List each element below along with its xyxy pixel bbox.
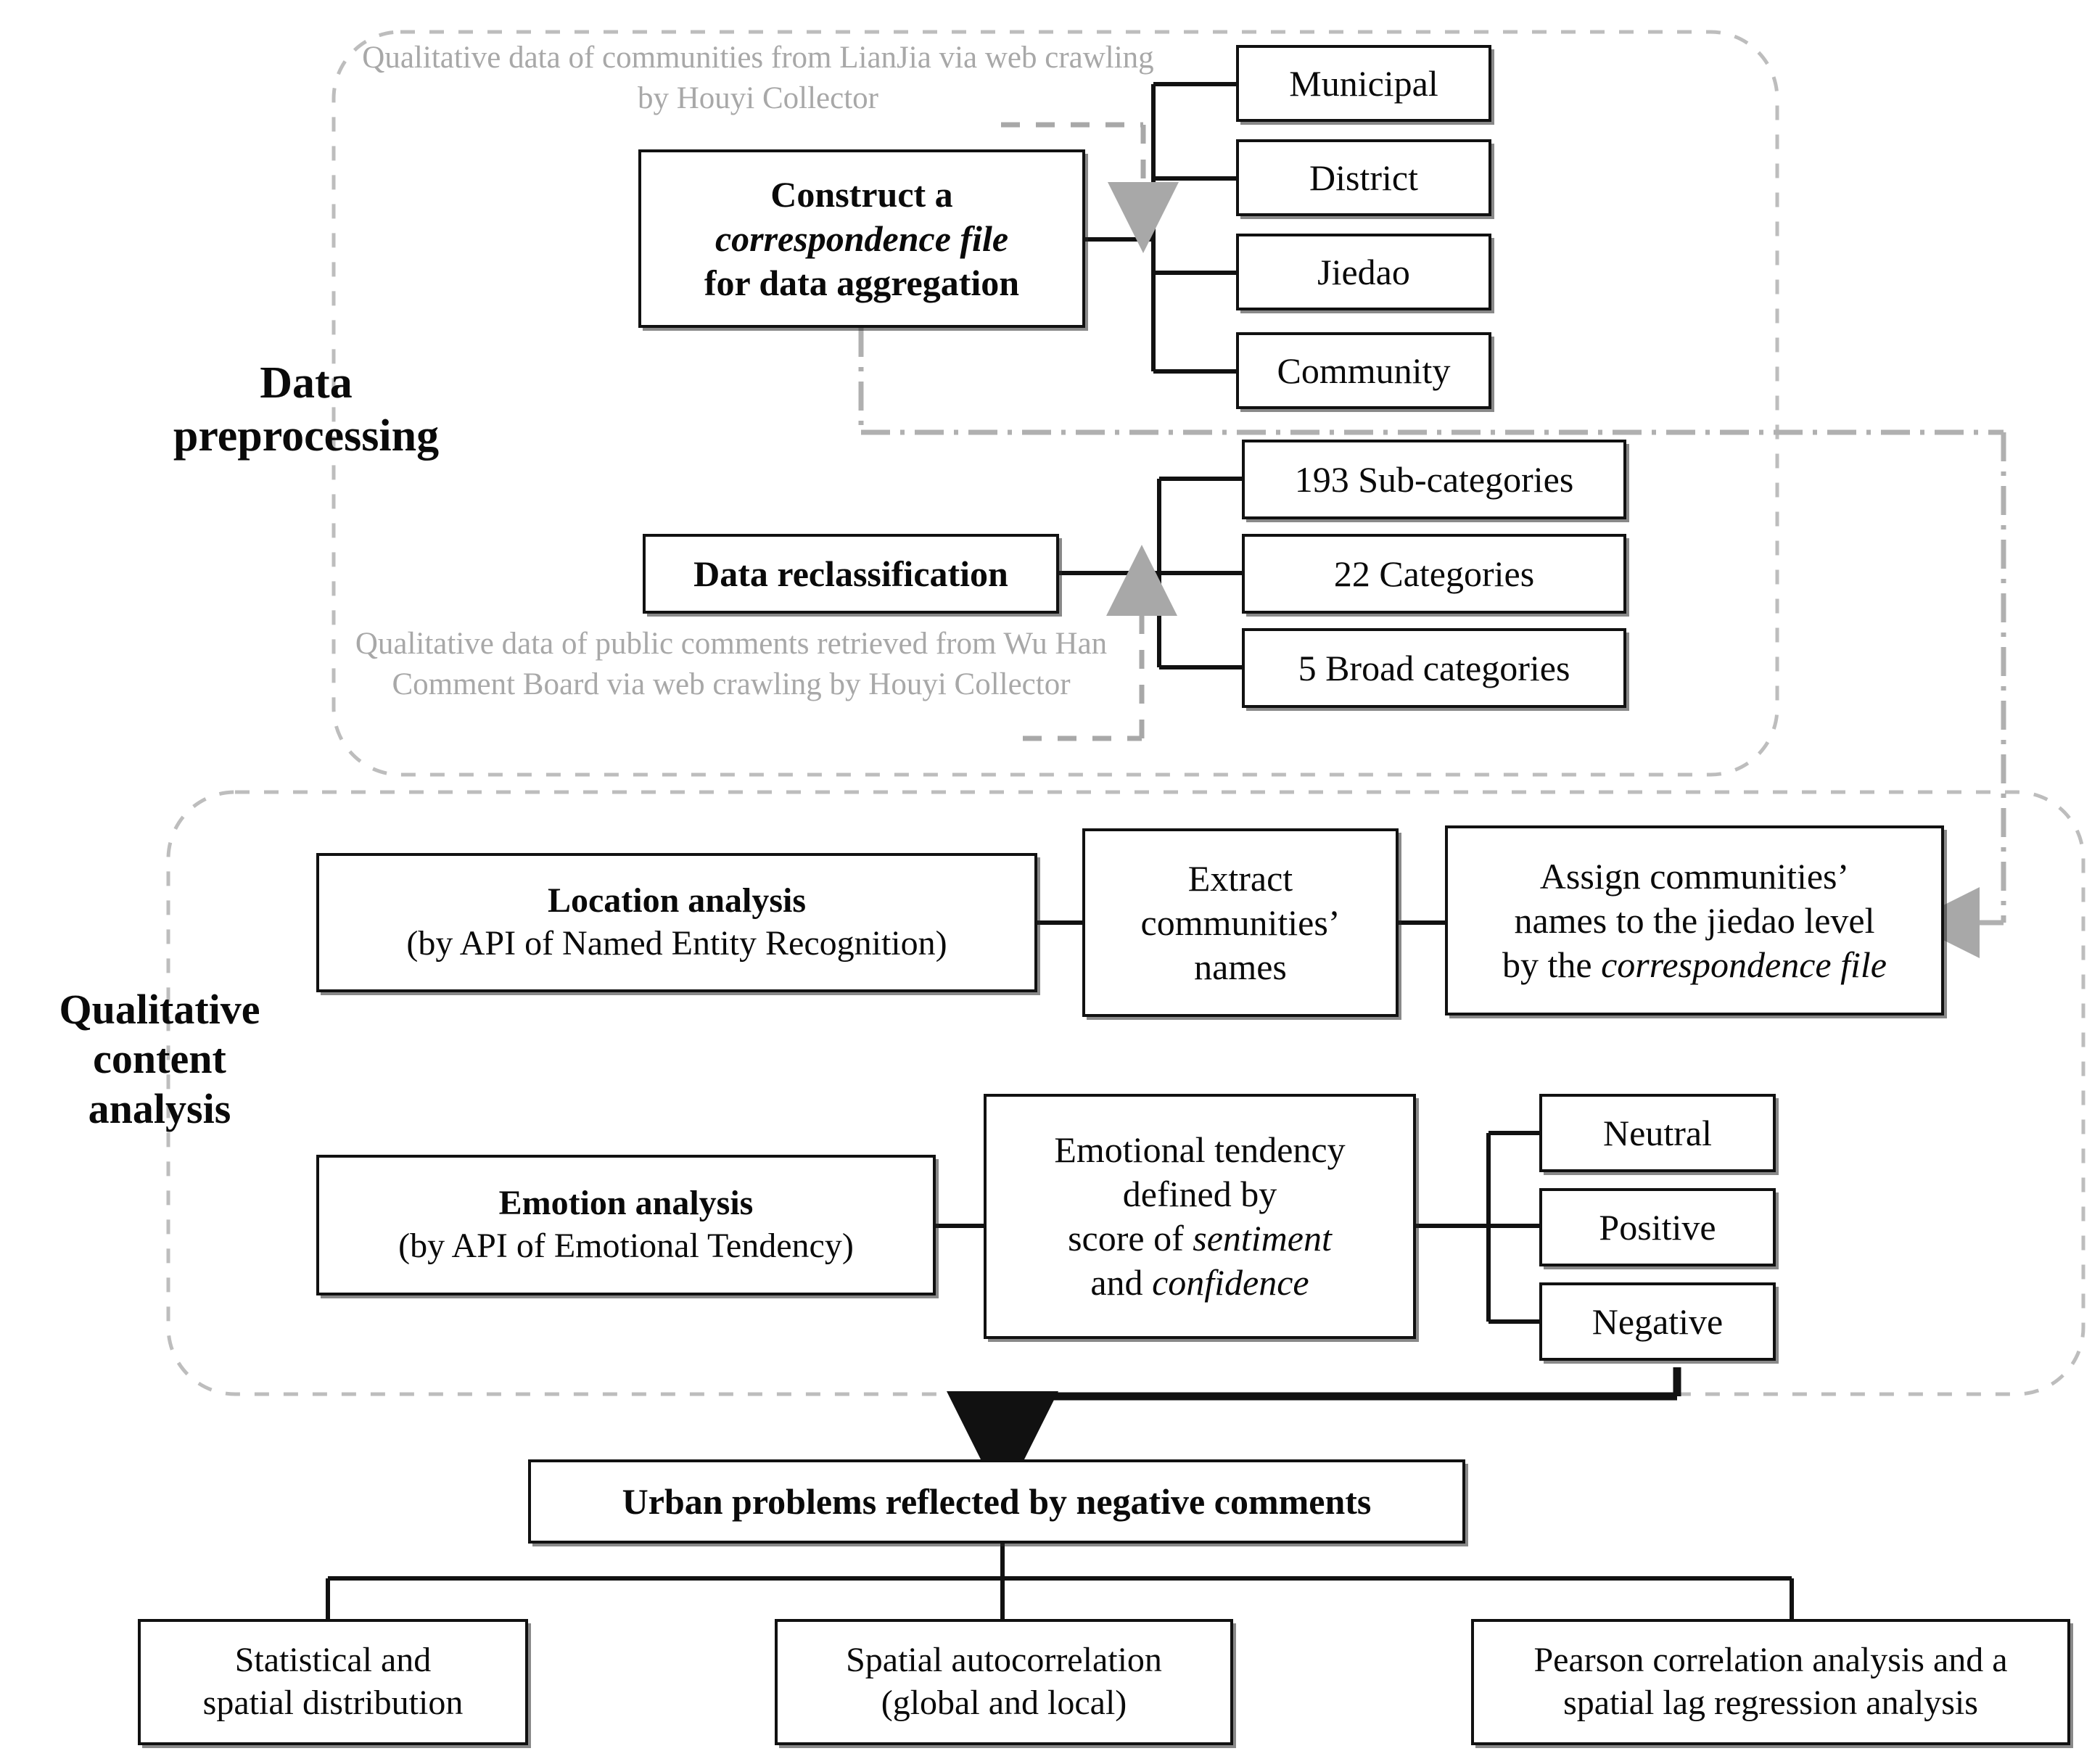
node-5-broad-categories[interactable]: 5 Broad categories (1242, 628, 1626, 708)
sentiment-positive-label: Positive (1599, 1206, 1716, 1248)
node-statistical-spatial-distribution[interactable]: Statistical and spatial distribution (138, 1619, 528, 1745)
note-comment-board-source: Qualitative data of public comments retr… (339, 624, 1123, 705)
note-comment-line2: Wu Han Comment Board (392, 627, 1108, 701)
node-urban-problems[interactable]: Urban problems reflected by negative com… (528, 1459, 1465, 1544)
sentiment-negative-label: Negative (1592, 1301, 1724, 1342)
node-emotion-analysis[interactable]: Emotion analysis (by API of Emotional Te… (316, 1155, 936, 1295)
connector-construct-levels (1084, 82, 1236, 374)
result-1-line1: Statistical and (234, 1641, 432, 1680)
urban-problems-label: Urban problems reflected by negative com… (622, 1480, 1372, 1522)
emotion-line1: Emotion analysis (498, 1184, 754, 1223)
result-3-line2: spatial lag regression analysis (1563, 1684, 1978, 1722)
note-comment-line3: via web crawling by Houyi Collector (606, 667, 1071, 701)
tendency-line2: defined by (1122, 1174, 1277, 1214)
node-sentiment-negative[interactable]: Negative (1539, 1282, 1776, 1361)
node-pearson-spatial-lag-regression[interactable]: Pearson correlation analysis and a spati… (1471, 1619, 2070, 1745)
extract-line2: communities’ (1140, 902, 1341, 943)
node-22-categories[interactable]: 22 Categories (1242, 534, 1626, 614)
label-preprocessing-line2: preprocessing (173, 411, 440, 461)
construct-line2: correspondence file (715, 218, 1009, 259)
label-qualitative-content-analysis: Qualitative content analysis (15, 985, 305, 1134)
node-level-community[interactable]: Community (1236, 332, 1491, 409)
extract-line1: Extract (1187, 857, 1293, 899)
result-1-line2: spatial distribution (202, 1684, 464, 1722)
node-193-sub-categories[interactable]: 193 Sub-categories (1242, 440, 1626, 519)
category-sub-label: 193 Sub-categories (1294, 458, 1574, 500)
level-municipal-label: Municipal (1289, 62, 1438, 104)
node-level-jiedao[interactable]: Jiedao (1236, 234, 1491, 310)
category-main-label: 22 Categories (1333, 553, 1535, 594)
construct-line1: Construct a (770, 173, 953, 215)
note-lianjia-line2: crawling by Houyi Collector (637, 41, 1154, 115)
assign-line3-prefix: by the (1502, 944, 1602, 985)
tendency-line4-emphasis: confidence (1152, 1262, 1309, 1303)
result-2-line2: (global and local) (881, 1684, 1127, 1722)
note-lianjia-source: Qualitative data of communities from Lia… (355, 38, 1161, 119)
label-content-line2: content (93, 1035, 226, 1083)
note-lianjia-line1: Qualitative data of communities from Lia… (362, 41, 1037, 75)
tendency-line3-prefix: score of (1068, 1218, 1193, 1258)
location-line1: Location analysis (547, 881, 807, 920)
result-2-line1: Spatial autocorrelation (846, 1641, 1162, 1680)
tendency-line4-prefix: and (1090, 1262, 1153, 1303)
reclassification-label: Data reclassification (693, 553, 1008, 594)
extract-line3: names (1194, 946, 1287, 987)
connector-urban-to-results (326, 1542, 1794, 1619)
assign-line2: names to the jiedao level (1514, 899, 1875, 941)
level-community-label: Community (1277, 350, 1451, 391)
level-jiedao-label: Jiedao (1317, 251, 1410, 292)
emotion-line2: (by API of Emotional Tendency) (398, 1227, 854, 1265)
node-assign-names-to-jiedao[interactable]: Assign communities’ names to the jiedao … (1445, 825, 1944, 1015)
construct-line3: for data aggregation (704, 262, 1020, 303)
node-data-reclassification[interactable]: Data reclassification (643, 534, 1059, 614)
node-extract-community-names[interactable]: Extract communities’ names (1082, 828, 1399, 1017)
node-level-district[interactable]: District (1236, 139, 1491, 216)
location-line2: (by API of Named Entity Recognition) (406, 924, 947, 963)
label-content-line1: Qualitative (59, 986, 260, 1033)
assign-line1: Assign communities’ (1539, 855, 1850, 897)
label-preprocessing-line1: Data (260, 358, 353, 408)
node-construct-correspondence-file[interactable]: Construct a correspondence file for data… (638, 149, 1085, 328)
node-sentiment-positive[interactable]: Positive (1539, 1188, 1776, 1266)
tendency-line3-emphasis: sentiment (1193, 1218, 1332, 1258)
node-spatial-autocorrelation[interactable]: Spatial autocorrelation (global and loca… (775, 1619, 1233, 1745)
note-comment-line1: Qualitative data of public comments retr… (355, 627, 997, 661)
label-content-line3: analysis (88, 1084, 231, 1132)
node-level-municipal[interactable]: Municipal (1236, 45, 1491, 122)
node-emotional-tendency-definition[interactable]: Emotional tendency defined by score of s… (984, 1094, 1416, 1339)
result-3-line1: Pearson correlation analysis and a (1533, 1641, 2008, 1680)
sentiment-neutral-label: Neutral (1603, 1112, 1712, 1153)
category-broad-label: 5 Broad categories (1298, 647, 1570, 688)
assign-line3-emphasis: correspondence file (1601, 944, 1887, 985)
node-sentiment-neutral[interactable]: Neutral (1539, 1094, 1776, 1172)
connector-negative-to-urban (947, 1367, 1681, 1503)
node-location-analysis[interactable]: Location analysis (by API of Named Entit… (316, 853, 1037, 992)
label-data-preprocessing: Data preprocessing (132, 357, 480, 463)
level-district-label: District (1309, 157, 1418, 198)
tendency-line1: Emotional tendency (1054, 1129, 1346, 1170)
